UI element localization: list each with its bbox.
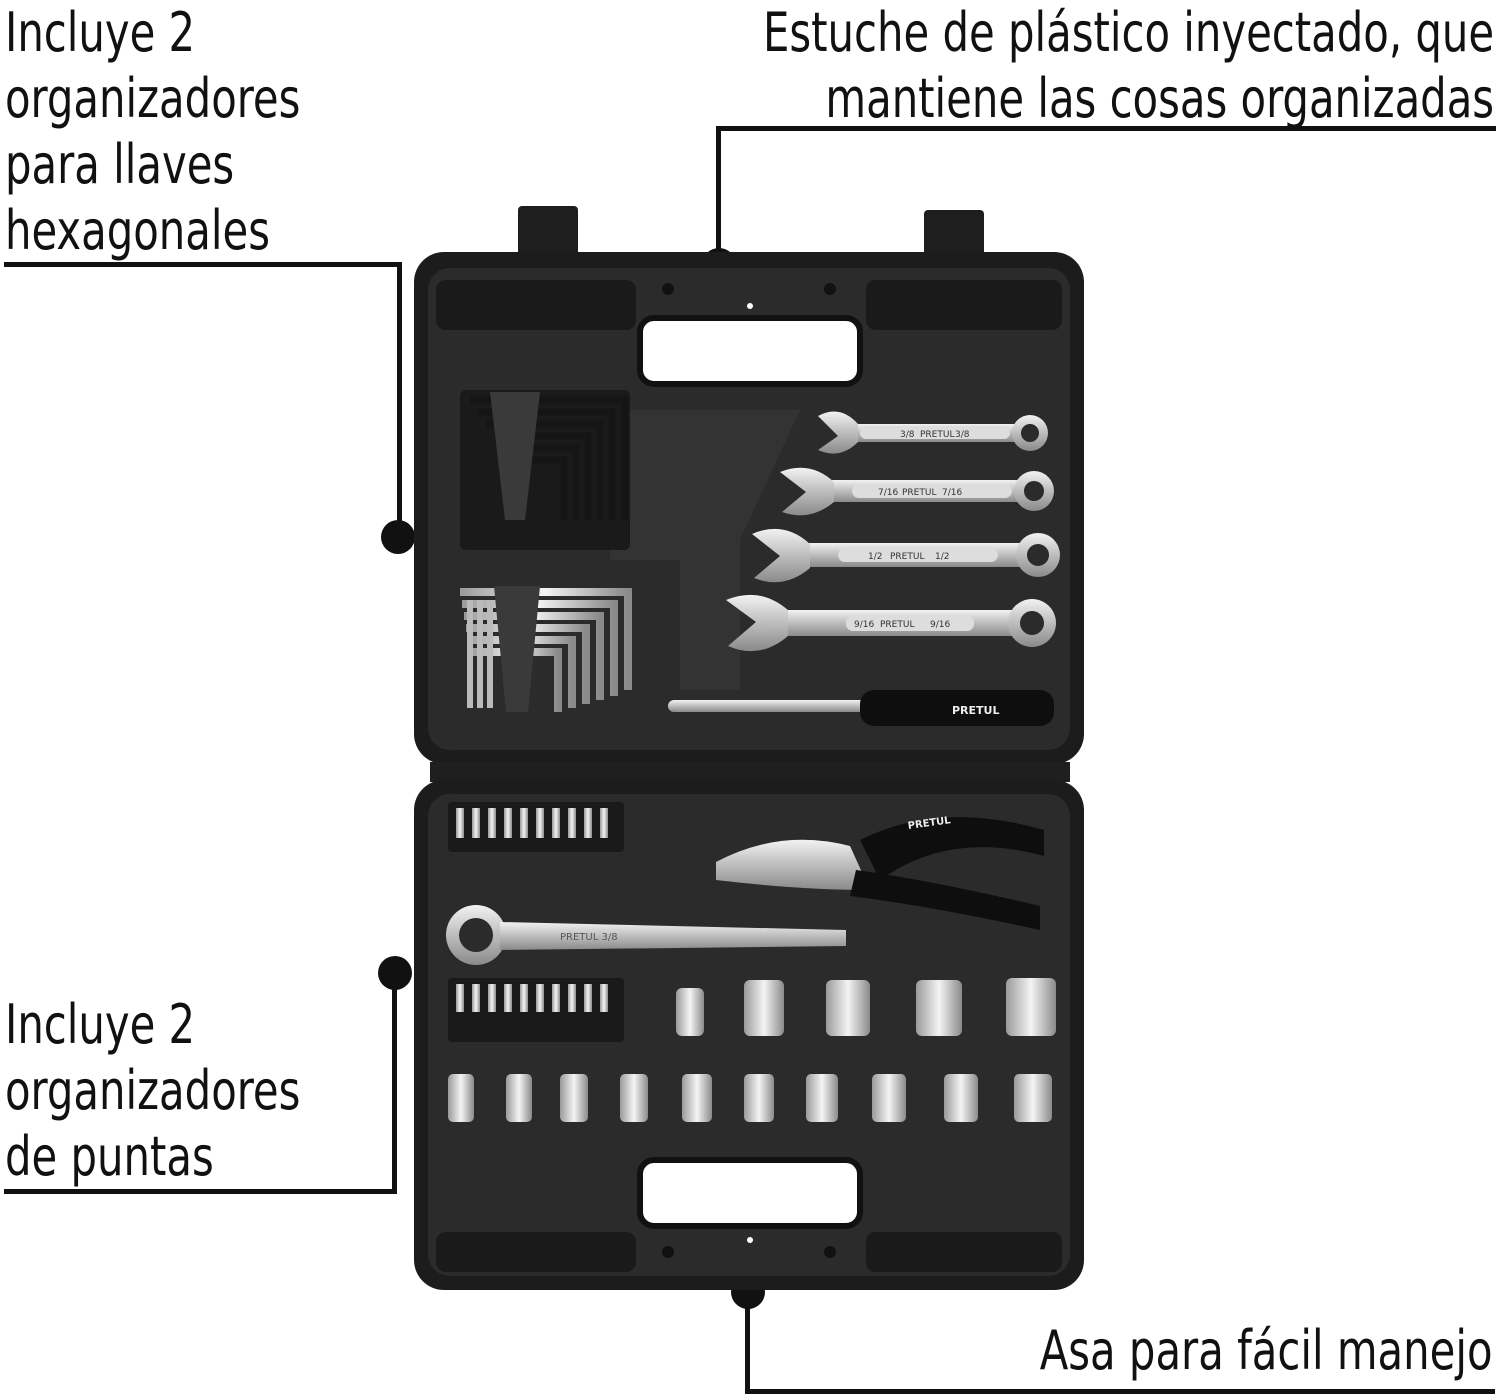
bit-organizer-1 (448, 802, 624, 852)
callout-case-line-1: Estuche de plástico inyectado, que (762, 1, 1494, 64)
wrench-1-brand: PRETUL (920, 430, 954, 440)
upper-handle-opening (637, 315, 863, 387)
ratchet-label: PRETUL 3/8 (560, 932, 618, 943)
wrench-1-right: 3/8 (955, 430, 970, 440)
leader-bits-horizontal (4, 1189, 397, 1194)
callout-bits: Incluye 2 organizadores de puntas (5, 992, 300, 1190)
callout-handle: Asa para fácil manejo (1039, 1318, 1492, 1384)
case-upper-half: 3/8 PRETUL 3/8 7/16 PRETUL 7/16 1/2 PRET… (414, 252, 1084, 764)
wrench-3-right: 1/2 (935, 552, 949, 562)
leader-hex-horizontal (4, 262, 402, 267)
combination-wrenches: 3/8 PRETUL 3/8 7/16 PRETUL 7/16 1/2 PRET… (726, 411, 1060, 652)
leader-bits-dot (378, 956, 412, 990)
wrench-4-left: 9/16 (854, 620, 874, 630)
callout-hex-keys-line-2: organizadores (5, 67, 301, 130)
screwdriver: PRETUL (668, 690, 1054, 726)
bit-organizer-2 (448, 978, 624, 1042)
leader-case-horizontal (716, 126, 1496, 131)
large-sockets (676, 978, 1056, 1036)
latch-tabs (518, 206, 984, 262)
leader-bits-vertical (392, 972, 397, 1194)
case-lower-half: PRETUL PRETUL 3/8 (414, 780, 1084, 1290)
small-sockets (448, 1074, 1052, 1122)
wrench-4-right: 9/16 (930, 620, 950, 630)
hinge-strip (430, 762, 1070, 782)
leader-case-vertical (716, 126, 721, 264)
callout-bits-line-1: Incluye 2 (5, 993, 196, 1056)
screwdriver-brand: PRETUL (952, 704, 1000, 717)
leader-hex-dot (381, 520, 415, 554)
callout-case: Estuche de plástico inyectado, que manti… (763, 0, 1494, 132)
ratchet: PRETUL 3/8 (446, 905, 846, 965)
pliers: PRETUL (716, 815, 1044, 930)
callout-handle-line-1: Asa para fácil manejo (1039, 1319, 1492, 1382)
callout-hex-keys-line-4: hexagonales (5, 199, 270, 262)
hex-key-organizer-2 (460, 586, 632, 712)
wrench-2-right: 7/16 (942, 488, 962, 498)
callout-case-line-2: mantiene las cosas organizadas (825, 67, 1494, 130)
wrench-2-brand: PRETUL (902, 488, 936, 498)
leader-handle-horizontal (745, 1389, 1495, 1394)
wrench-4-brand: PRETUL (880, 620, 914, 630)
callout-bits-line-2: organizadores (5, 1059, 301, 1122)
callout-hex-keys: Incluye 2 organizadores para llaves hexa… (5, 0, 300, 264)
wrench-3-brand: PRETUL (890, 552, 924, 562)
wrench-1-left: 3/8 (900, 430, 915, 440)
lower-handle-opening (637, 1157, 863, 1229)
wrench-2-left: 7/16 (878, 488, 898, 498)
callout-hex-keys-line-1: Incluye 2 (5, 1, 196, 64)
leader-hex-vertical (397, 262, 402, 538)
hex-key-organizer-1 (460, 390, 630, 550)
wrench-3-left: 1/2 (868, 552, 882, 562)
leader-handle-vertical (745, 1290, 750, 1394)
callout-hex-keys-line-3: para llaves (5, 133, 235, 196)
callout-bits-line-3: de puntas (5, 1125, 214, 1188)
